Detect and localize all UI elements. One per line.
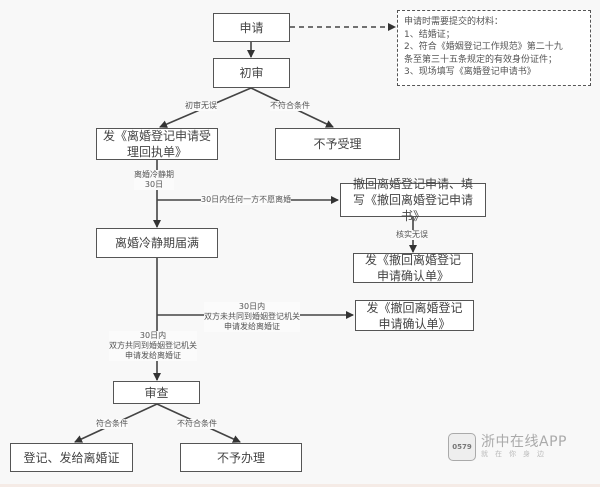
- edge-label-line: 双方未共同到婚姻登记机关: [204, 312, 300, 321]
- watermark-title: 浙中在线APP: [481, 434, 567, 450]
- node-withdraw-application: 撤回离婚登记申请、填写《撤回离婚登记申请书》: [340, 177, 486, 223]
- node-withdraw-application-label: 撤回离婚登记申请、填写《撤回离婚登记申请书》: [352, 177, 473, 223]
- note-line: 1、结婚证；: [404, 29, 455, 40]
- edge-label-not-together: 30日内 双方未共同到婚姻登记机关 申请发给离婚证: [204, 302, 300, 332]
- node-cooling-period-end: 离婚冷静期届满: [96, 228, 218, 258]
- watermark-logo: 0579 浙中在线APP 就在你身边: [448, 433, 567, 461]
- node-withdraw-confirm-2-label: 发《撤回离婚登记申请确认单》: [366, 300, 463, 331]
- edge-label-cooling-period: 离婚冷静期 30日: [134, 170, 174, 190]
- node-register-label: 登记、发给离婚证: [23, 450, 120, 465]
- edge-label-line: 申请发给离婚证: [224, 322, 280, 331]
- note-line: 申请时需要提交的材料：: [404, 17, 504, 27]
- node-initial-review: 初审: [213, 58, 290, 88]
- edge-label-verified-ok: 核实无误: [396, 230, 428, 240]
- note-line: 条至第三十五条规定的有效身份证件；: [404, 54, 558, 65]
- edge-label-line: 申请发给离婚证: [125, 351, 181, 360]
- node-register-issue-certificate: 登记、发给离婚证: [10, 443, 133, 472]
- edge-label-line: 双方共同到婚姻登记机关: [109, 341, 197, 350]
- edge-label-line: 30日内: [238, 302, 266, 311]
- edge-label-examine-fail: 不符合条件: [177, 419, 217, 429]
- note-line: 2、符合《婚姻登记工作规范》第二十九: [404, 42, 563, 52]
- node-cooling-period-end-label: 离婚冷静期届满: [114, 236, 199, 250]
- edge-label-together: 30日内 双方共同到婚姻登记机关 申请发给离婚证: [109, 331, 197, 361]
- node-issue-receipt: 发《离婚登记申请受理回执单》: [96, 128, 218, 160]
- node-refuse-handling-label: 不予办理: [216, 450, 265, 465]
- node-refuse-handling: 不予办理: [180, 443, 302, 472]
- node-initial-review-label: 初审: [239, 66, 264, 80]
- node-withdraw-confirm-1: 发《撤回离婚登记申请确认单》: [353, 253, 473, 283]
- edge-label-withdraw: 30日内任何一方不愿离婚: [201, 195, 292, 205]
- node-withdraw-confirm-2: 发《撤回离婚登记申请确认单》: [355, 300, 474, 331]
- node-examine: 审查: [113, 381, 200, 404]
- app-logo-icon: 0579: [448, 433, 476, 461]
- bottom-strip: [0, 484, 600, 487]
- node-apply-label: 申请: [239, 20, 264, 35]
- materials-note: 申请时需要提交的材料： 1、结婚证； 2、符合《婚姻登记工作规范》第二十九 条至…: [397, 10, 591, 86]
- node-examine-label: 审查: [144, 385, 169, 400]
- edge-label-initial-ok: 初审无误: [185, 101, 217, 111]
- node-reject-acceptance: 不予受理: [275, 128, 400, 160]
- edge-label-examine-ok: 符合条件: [96, 419, 128, 429]
- edge-label-initial-fail: 不符合条件: [270, 101, 310, 111]
- node-withdraw-confirm-1-label: 发《撤回离婚登记申请确认单》: [364, 253, 461, 283]
- node-issue-receipt-label: 发《离婚登记申请受理回执单》: [103, 129, 212, 159]
- watermark-subtitle: 就在你身边: [481, 450, 551, 458]
- edge-label-line: 30日内: [139, 331, 167, 340]
- note-line: 3、现场填写《离婚登记申请书》: [404, 67, 536, 77]
- node-reject-acceptance-label: 不予受理: [313, 137, 362, 151]
- edge-label-line: 离婚冷静期: [134, 170, 174, 179]
- node-apply: 申请: [213, 13, 290, 42]
- edge-label-line: 30日: [144, 180, 164, 189]
